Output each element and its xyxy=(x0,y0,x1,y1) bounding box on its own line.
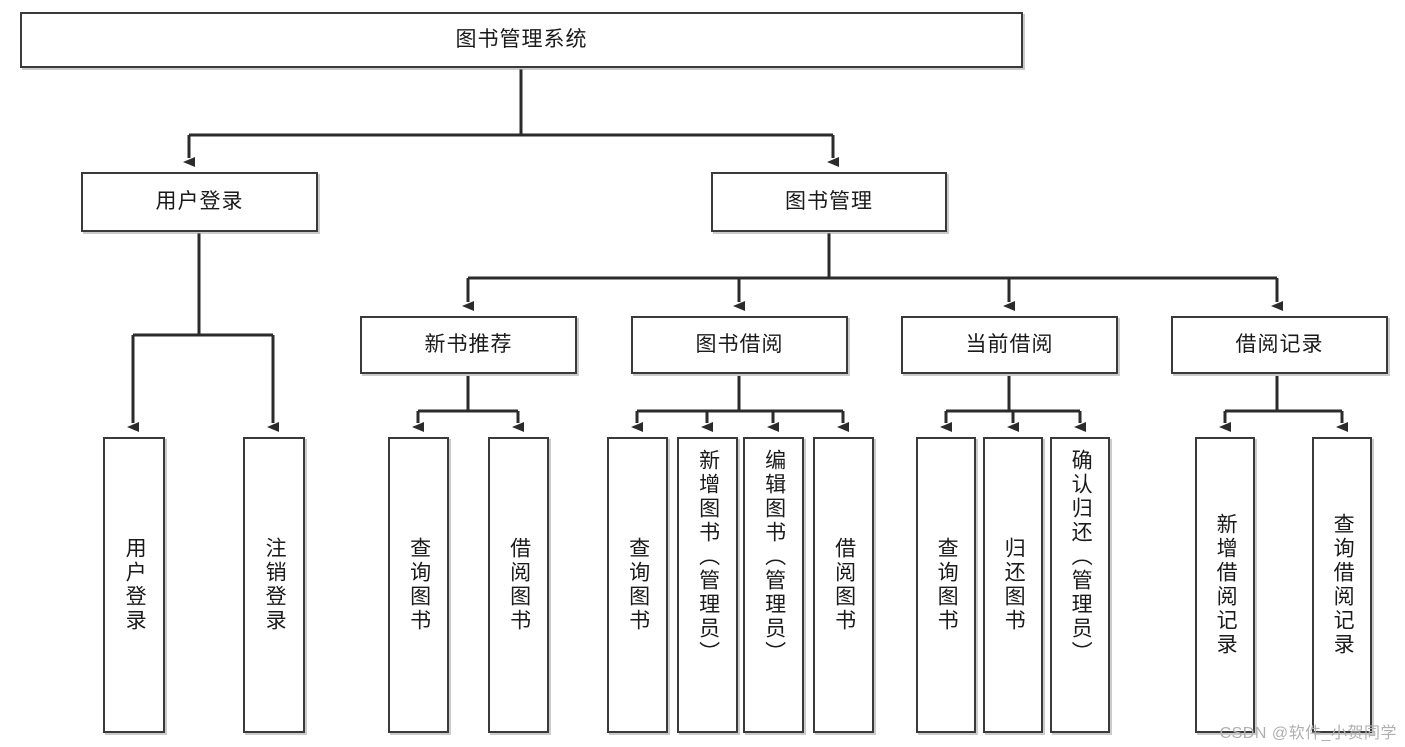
node-new-book-recommend[interactable]: 新书推荐 xyxy=(360,316,577,374)
node-label: 用户登录 xyxy=(123,537,147,633)
node-label: 新书推荐 xyxy=(424,332,513,356)
watermark-text: CSDN @软件_小贺同学 xyxy=(1219,725,1397,742)
leaf-borrow-book-recommend[interactable]: 借阅图书 xyxy=(488,437,549,733)
node-label: 确认归还（管理员） xyxy=(1069,449,1093,665)
node-label: 用户登录 xyxy=(155,189,244,213)
node-label: 借阅记录 xyxy=(1235,332,1324,356)
node-book-borrow[interactable]: 图书借阅 xyxy=(631,316,848,374)
node-label: 图书管理系统 xyxy=(455,27,588,51)
node-user-login[interactable]: 用户登录 xyxy=(81,172,318,232)
node-label: 归还图书 xyxy=(1002,537,1026,633)
leaf-add-borrow-record[interactable]: 新增借阅记录 xyxy=(1195,437,1255,733)
leaf-query-book-recommend[interactable]: 查询图书 xyxy=(388,437,449,733)
node-label: 当前借阅 xyxy=(965,332,1054,356)
node-label: 新增图书（管理员） xyxy=(696,449,720,665)
node-label: 图书管理 xyxy=(785,189,873,213)
node-label: 注销登录 xyxy=(263,537,287,633)
node-label: 查询图书 xyxy=(935,537,959,633)
leaf-borrow-book[interactable]: 借阅图书 xyxy=(813,437,874,733)
node-borrow-record[interactable]: 借阅记录 xyxy=(1171,316,1388,374)
leaf-query-borrow-record[interactable]: 查询借阅记录 xyxy=(1312,437,1372,733)
leaf-user-login[interactable]: 用户登录 xyxy=(103,437,165,733)
leaf-query-book-current[interactable]: 查询图书 xyxy=(916,437,976,733)
leaf-logout[interactable]: 注销登录 xyxy=(243,437,305,733)
node-label: 借阅图书 xyxy=(832,537,856,633)
node-label: 编辑图书（管理员） xyxy=(762,449,786,665)
node-root-system[interactable]: 图书管理系统 xyxy=(20,12,1023,68)
node-label: 借阅图书 xyxy=(507,537,531,633)
node-book-manage[interactable]: 图书管理 xyxy=(711,172,947,232)
leaf-query-book-borrow[interactable]: 查询图书 xyxy=(607,437,668,733)
node-label: 图书借阅 xyxy=(695,332,784,356)
node-label: 查询图书 xyxy=(407,537,431,633)
leaf-confirm-return-admin[interactable]: 确认归还（管理员） xyxy=(1050,437,1110,733)
leaf-return-book[interactable]: 归还图书 xyxy=(983,437,1043,733)
node-current-borrow[interactable]: 当前借阅 xyxy=(901,316,1118,374)
node-label: 新增借阅记录 xyxy=(1214,513,1238,657)
leaf-edit-book-admin[interactable]: 编辑图书（管理员） xyxy=(743,437,804,733)
node-label: 查询借阅记录 xyxy=(1331,513,1355,657)
node-label: 查询图书 xyxy=(626,537,650,633)
leaf-add-book-admin[interactable]: 新增图书（管理员） xyxy=(677,437,738,733)
